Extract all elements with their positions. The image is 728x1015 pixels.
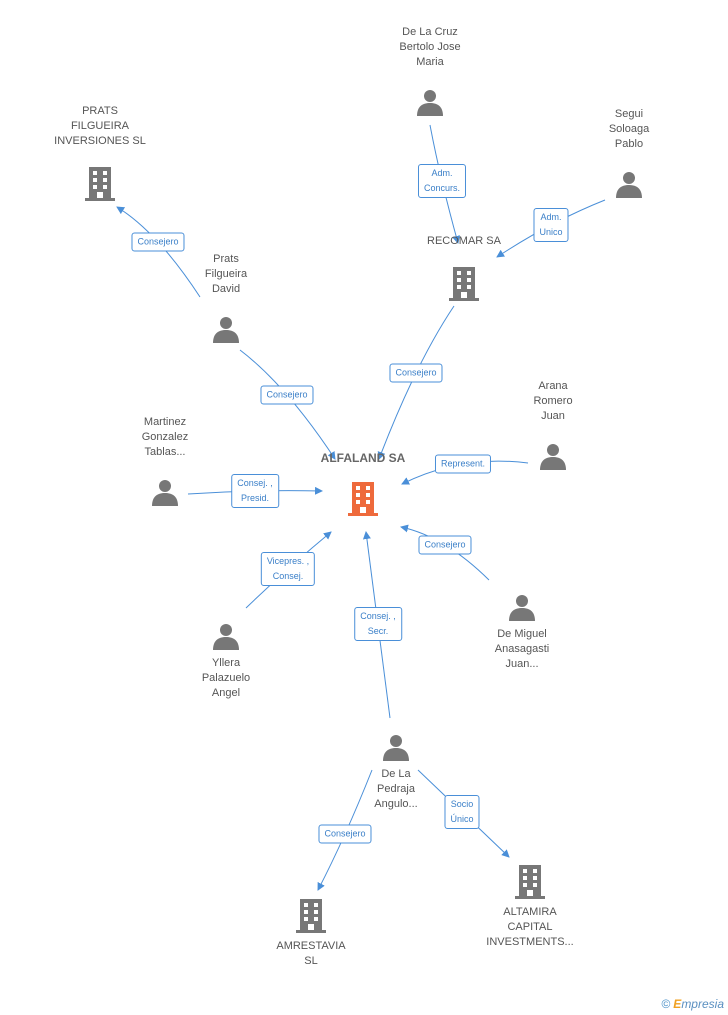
prats_inv-building-icon[interactable]	[85, 167, 115, 201]
node-label-segui[interactable]: Segui Soloaga Pablo	[608, 108, 650, 150]
edge-label-delapedraja-to-altamira[interactable]: Socio Único	[444, 795, 480, 829]
edge-label-prats_david-to-alfaland[interactable]: Consejero	[260, 385, 314, 405]
amrestavia-building-icon[interactable]	[296, 899, 326, 933]
segui-person-icon[interactable]	[616, 172, 642, 198]
edge-label-martinez-to-alfaland[interactable]: Consej. , Presid.	[231, 474, 279, 508]
node-label-demiguel[interactable]: De Miguel Anasagasti Juan...	[494, 628, 550, 670]
node-label-arana[interactable]: Arana Romero Juan	[533, 380, 573, 422]
arana-person-icon[interactable]	[540, 444, 566, 470]
node-label-prats_inv[interactable]: PRATS FILGUEIRA INVERSIONES SL	[54, 105, 146, 147]
delacruz-person-icon[interactable]	[417, 90, 443, 116]
edge-label-delacruz-to-recomar[interactable]: Adm. Concurs.	[417, 164, 467, 198]
edge-label-recomar-to-alfaland[interactable]: Consejero	[389, 363, 443, 383]
edge-label-segui-to-recomar[interactable]: Adm. Unico	[533, 208, 569, 242]
node-label-martinez[interactable]: Martinez Gonzalez Tablas...	[141, 416, 189, 458]
node-label-yllera[interactable]: Yllera Palazuelo Angel	[201, 657, 251, 699]
edge-prats_david-to-alfaland	[239, 349, 336, 460]
node-label-prats_david[interactable]: Prats Filgueira David	[204, 253, 248, 295]
edge-recomar-to-alfaland	[377, 305, 455, 460]
node-label-recomar[interactable]: RECOMAR SA	[427, 235, 501, 247]
edge-label-yllera-to-alfaland[interactable]: Vicepres. , Consej.	[260, 552, 316, 586]
demiguel-person-icon[interactable]	[509, 595, 535, 621]
edge-label-prats_david-to-prats_inv[interactable]: Consejero	[131, 232, 185, 252]
node-label-altamira[interactable]: ALTAMIRA CAPITAL INVESTMENTS...	[486, 906, 574, 948]
brand-initial: E	[673, 997, 682, 1011]
yllera-person-icon[interactable]	[213, 624, 239, 650]
node-label-delapedraja[interactable]: De La Pedraja Angulo...	[374, 768, 418, 810]
node-label-amrestavia[interactable]: AMRESTAVIA SL	[276, 940, 346, 967]
prats_david-person-icon[interactable]	[213, 317, 239, 343]
alfaland-building-icon[interactable]	[348, 482, 378, 516]
footer-brand: ©Empresia	[661, 997, 724, 1011]
altamira-building-icon[interactable]	[515, 865, 545, 899]
node-label-alfaland[interactable]: ALFALAND SA	[320, 451, 406, 465]
delapedraja-person-icon[interactable]	[383, 735, 409, 761]
node-label-delacruz[interactable]: De La Cruz Bertolo Jose Maria	[399, 26, 461, 68]
edge-label-delapedraja-to-alfaland[interactable]: Consej. , Secr.	[354, 607, 402, 641]
recomar-building-icon[interactable]	[449, 267, 479, 301]
edge-label-demiguel-to-alfaland[interactable]: Consejero	[418, 535, 472, 555]
copyright-icon: ©	[661, 997, 671, 1011]
martinez-person-icon[interactable]	[152, 480, 178, 506]
edge-label-arana-to-alfaland[interactable]: Represent.	[434, 454, 492, 474]
brand-name: mpresia	[681, 997, 724, 1011]
edge-label-delapedraja-to-amrestavia[interactable]: Consejero	[318, 824, 372, 844]
